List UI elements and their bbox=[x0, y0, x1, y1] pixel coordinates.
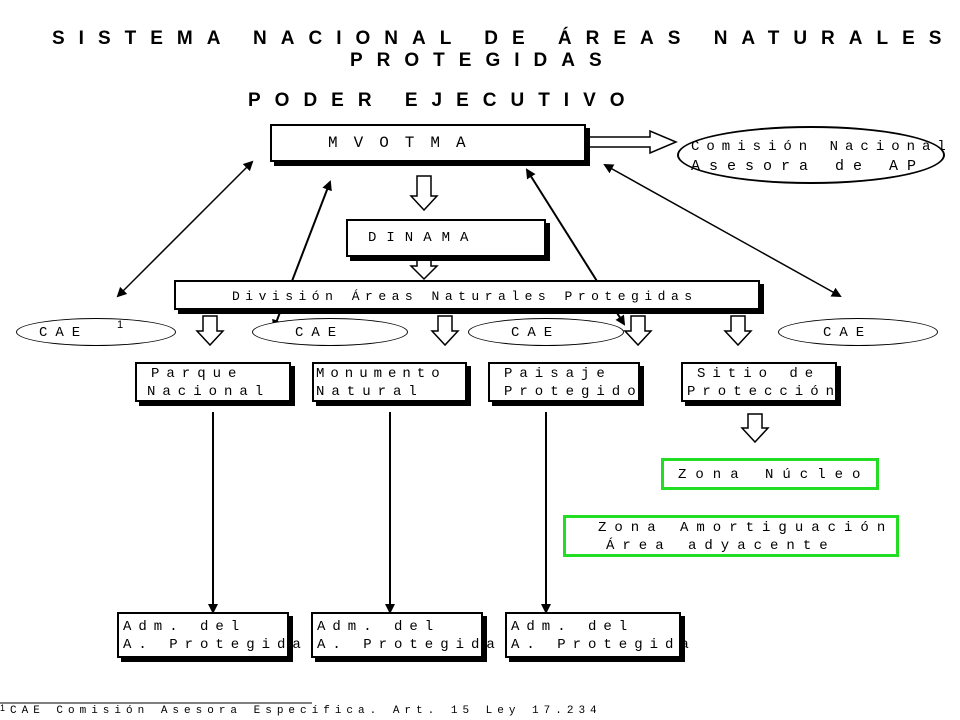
sitio-line2: Protección bbox=[687, 384, 842, 400]
cae-label-1: CAE bbox=[39, 325, 89, 341]
mvotma-label: MVOTMA bbox=[328, 134, 482, 152]
adm-1-line2: A. Protegida bbox=[123, 637, 308, 653]
hollow-arrow-down-mvotma-dinama bbox=[409, 175, 439, 212]
mvotma-box: MVOTMA bbox=[270, 124, 586, 162]
cae-ellipse-4: CAE bbox=[778, 318, 938, 346]
parque-box: Parque Nacional bbox=[135, 362, 291, 402]
division-box: División Áreas Naturales Protegidas bbox=[174, 280, 760, 310]
footnote-marker: 1 bbox=[0, 703, 6, 713]
cae-ellipse-2: CAE bbox=[252, 318, 408, 346]
cae-footnote-marker: 1 bbox=[117, 319, 124, 331]
zona-amortiguacion-line2: Área adyacente bbox=[606, 538, 836, 554]
hollow-arrow-down-dinama-division bbox=[409, 253, 439, 281]
commission-line2: Asesora de AP bbox=[691, 158, 926, 175]
diagram-title-line1: SISTEMA NACIONAL DE ÁREAS NATURALES bbox=[52, 28, 956, 49]
adm-box-1: Adm. del A. Protegida bbox=[117, 612, 301, 658]
diagram-subtitle: PODER EJECUTIVO bbox=[248, 90, 639, 111]
monumento-box: Monumento Natural bbox=[312, 362, 467, 402]
adm-1-line1: Adm. del bbox=[123, 619, 247, 635]
adm-box-2: Adm. del A. Protegida bbox=[311, 612, 495, 658]
hollow-arrow-right bbox=[586, 129, 678, 155]
dinama-box: DINAMA bbox=[346, 219, 546, 257]
division-label: División Áreas Naturales Protegidas bbox=[232, 289, 698, 304]
adm-2-line1: Adm. del bbox=[317, 619, 441, 635]
zona-nucleo-label: Zona Núcleo bbox=[678, 467, 870, 483]
adm-3-line2: A. Protegida bbox=[511, 637, 696, 653]
parque-line1: Parque bbox=[151, 366, 244, 382]
monumento-line1: Monumento bbox=[316, 366, 446, 382]
hollow-arrow-down-sitio bbox=[723, 315, 753, 347]
cae-ellipse-3: CAE bbox=[468, 318, 624, 346]
paisaje-line2: Protegido bbox=[504, 384, 643, 400]
hollow-arrow-down-parque bbox=[195, 315, 225, 347]
sitio-line1: Sitio de bbox=[697, 366, 821, 382]
commission-ellipse: Comisión Nacional Asesora de AP bbox=[677, 126, 946, 184]
adm-3-line1: Adm. del bbox=[511, 619, 635, 635]
cae-label-2: CAE bbox=[295, 325, 345, 341]
zona-amortiguacion-box: Zona Amortiguación Área adyacente bbox=[563, 515, 899, 557]
zona-amortiguacion-line1: Zona Amortiguación bbox=[598, 520, 894, 536]
cae-label-4: CAE bbox=[823, 325, 873, 341]
double-arrow-left-cae bbox=[116, 160, 254, 298]
footnote-text: CAE Comisión Asesora Específica. Art. 15… bbox=[10, 705, 602, 717]
parque-line2: Nacional bbox=[147, 384, 271, 400]
hollow-arrow-down-paisaje bbox=[623, 315, 653, 347]
commission-line1: Comisión Nacional bbox=[691, 139, 953, 155]
double-arrow-right-cae bbox=[603, 164, 842, 297]
paisaje-box: Paisaje Protegido bbox=[488, 362, 640, 402]
adm-2-line2: A. Protegida bbox=[317, 637, 502, 653]
monumento-line2: Natural bbox=[316, 384, 424, 400]
zona-nucleo-box: Zona Núcleo bbox=[661, 458, 879, 490]
cae-ellipse-1: CAE 1 bbox=[16, 318, 176, 346]
paisaje-line1: Paisaje bbox=[504, 366, 612, 382]
diagram-title-line2: PROTEGIDAS bbox=[350, 50, 616, 71]
hollow-arrow-down-monumento bbox=[430, 315, 460, 347]
dinama-label: DINAMA bbox=[368, 230, 479, 246]
cae-label-3: CAE bbox=[511, 325, 561, 341]
adm-box-3: Adm. del A. Protegida bbox=[505, 612, 689, 658]
sitio-box: Sitio de Protección bbox=[681, 362, 837, 402]
hollow-arrow-down-sitio-zona bbox=[740, 413, 770, 444]
